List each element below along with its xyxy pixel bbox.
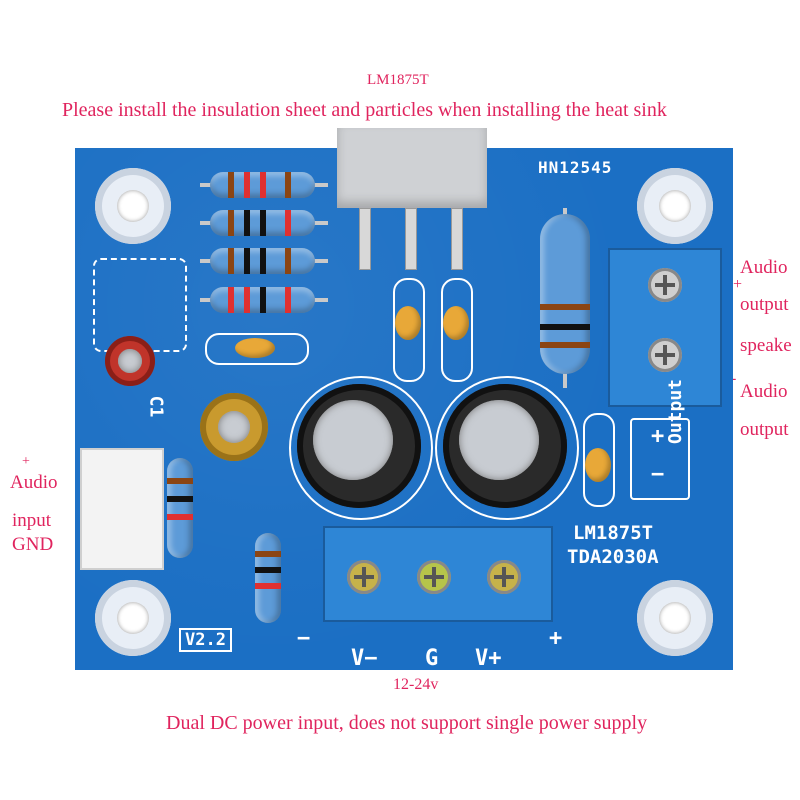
version-label: V2.2 [179, 628, 232, 652]
resistor-2 [210, 210, 315, 236]
ic-label-line-1: LM1875T [573, 522, 654, 544]
ceramic-capacitor-1 [235, 338, 275, 358]
output-audio-label-2: Audio [740, 381, 788, 402]
input-connector [80, 448, 164, 570]
part-code-label: HN12545 [538, 158, 613, 177]
big-capacitor-left-top [313, 400, 393, 480]
output-plus-pad: + [651, 424, 665, 449]
power-vminus-label: V− [351, 646, 378, 671]
cap-outline-vertical-3 [583, 413, 615, 507]
big-resistor [540, 214, 590, 374]
ic-heatsink-tab [337, 128, 487, 208]
big-capacitor-right-top [459, 400, 539, 480]
ic-label-line-2: TDA2030A [567, 546, 659, 568]
output-audio-label-1: Audio [740, 257, 788, 278]
power-gnd-label: G [425, 646, 439, 671]
power-screw-vplus [487, 560, 521, 594]
c1-label: C1 [145, 395, 167, 418]
ic-pin-3 [451, 208, 463, 270]
big-cap-outline-left [289, 376, 433, 520]
power-minus-symbol: − [297, 626, 311, 651]
ceramic-capacitor-2 [395, 306, 421, 340]
ceramic-capacitor-3 [443, 306, 469, 340]
ic-pin-1 [359, 208, 371, 270]
mounting-hole-bottom-right [637, 580, 713, 656]
cap-outline-horizontal [205, 333, 309, 365]
output-screw-plus [648, 268, 682, 302]
cap-outline-vertical-1 [393, 278, 425, 382]
cap-outline-vertical-2 [441, 278, 473, 382]
resistor-3 [210, 248, 315, 274]
output-pad-box [630, 418, 690, 500]
input-input-label: input [12, 510, 52, 531]
resistor-4 [210, 287, 315, 313]
chip-label: LM1875T [367, 72, 429, 88]
voltage-label: 12-24v [393, 676, 439, 693]
output-screw-minus [648, 338, 682, 372]
mounting-hole-top-right [637, 168, 713, 244]
heatsink-note: Please install the insulation sheet and … [62, 99, 667, 121]
output-label: Output [665, 378, 686, 444]
power-plus-symbol: + [549, 626, 563, 651]
mounting-hole-top-left [95, 168, 171, 244]
power-screw-gnd [417, 560, 451, 594]
ceramic-capacitor-4 [585, 448, 611, 482]
mounting-hole-bottom-left [95, 580, 171, 656]
pcb-board: HN12545 C1 [75, 128, 733, 671]
capacitor-c1-top [118, 349, 142, 373]
output-output-label-2: output [740, 419, 789, 440]
resistor-1 [210, 172, 315, 198]
input-plus-sign: + [22, 454, 30, 469]
input-gnd-label: GND [12, 534, 54, 555]
capacitor-gold-top [218, 411, 250, 443]
power-screw-vminus [347, 560, 381, 594]
output-minus-pad: − [651, 462, 665, 487]
output-output-label-1: output [740, 294, 789, 315]
ic-pin-2 [405, 208, 417, 270]
power-note: Dual DC power input, does not support si… [166, 712, 648, 734]
input-resistor [167, 458, 193, 558]
output-minus-sign: - [731, 370, 737, 387]
bottom-resistor [255, 533, 281, 623]
input-audio-label: Audio [10, 472, 58, 493]
output-speaker-label: speake [740, 335, 792, 356]
power-vplus-label: V+ [475, 646, 502, 671]
big-cap-outline-right [435, 376, 579, 520]
output-plus-sign: + [733, 276, 743, 293]
